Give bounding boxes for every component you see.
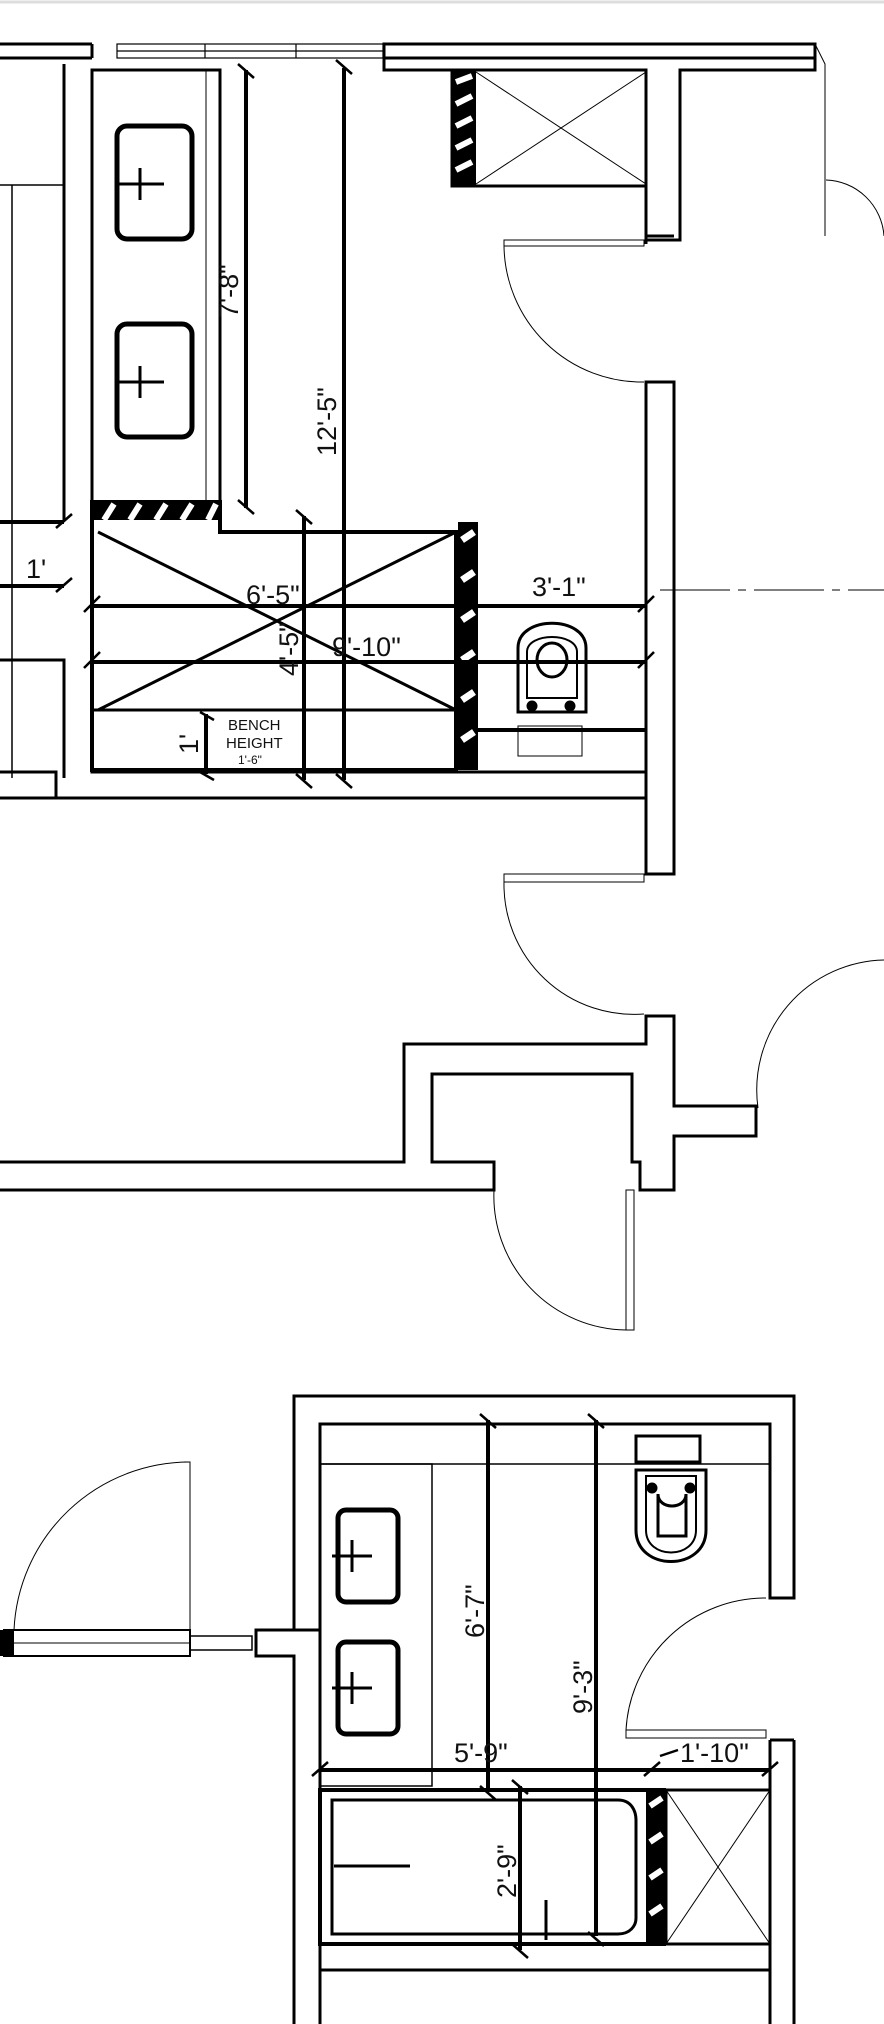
- upper-dimension-lines: [0, 68, 646, 780]
- dim-tub-length: 5'-9": [454, 1738, 508, 1768]
- faucet-2: [116, 366, 164, 398]
- right-frame: [814, 43, 826, 236]
- bathtub: [318, 1788, 666, 1946]
- right-door-2-arc: [756, 959, 884, 1109]
- lower-dimension-ticks: [311, 1413, 779, 1959]
- lower-labels: 6'-7" 9'-3" 5'-9" 2'-9" 1'-10": [454, 1584, 749, 1898]
- lower-dimension-lines: [320, 1420, 770, 1950]
- vanity-counter: [90, 68, 222, 504]
- bathroom-walls: [56, 44, 676, 876]
- faucet-1: [116, 168, 164, 200]
- lower-toilet: [634, 1434, 708, 1563]
- dim-shower-depth: 4'-5": [274, 622, 304, 676]
- hall-walls: [0, 1014, 758, 1192]
- bench-note-line1: BENCH: [228, 717, 281, 734]
- bath-door-2: [503, 873, 645, 1015]
- dim-shower-width: 6'-5": [246, 580, 300, 610]
- dim-lower-vanity-run: 6'-7": [460, 1584, 490, 1638]
- upper-shower: [90, 500, 478, 772]
- upper-top-wall: [0, 42, 817, 242]
- lower-door-left: [0, 1461, 253, 1657]
- dimension-ticks: [55, 59, 655, 789]
- bath-door-1: [503, 239, 645, 383]
- shower-glass-hatch: [458, 522, 478, 770]
- hall-door: [493, 1189, 635, 1331]
- dim-lower-shower-width: 1'-10": [680, 1738, 749, 1768]
- dim-lower-room-length: 9'-3": [568, 1660, 598, 1714]
- dim-wall-to-wall: 9'-10": [332, 632, 401, 662]
- dim-tub-width: 2'-9": [492, 1844, 522, 1898]
- dim-left-offset: 1': [26, 554, 46, 584]
- lower-bathroom: [0, 1394, 796, 2024]
- upper-bathroom: [0, 42, 884, 1331]
- window: [116, 43, 384, 59]
- lower-vanity: [319, 1423, 771, 1787]
- bench-note-line2: HEIGHT: [226, 735, 283, 752]
- dim-room-length: 12'-5": [312, 387, 342, 456]
- upper-labels: 7'-8" 12'-5" 6'-5" 4'-5" 9'-10" 3'-1" 1'…: [26, 264, 586, 767]
- upper-toilet: [516, 621, 588, 757]
- dim-vanity-run: 7'-8": [214, 264, 244, 318]
- right-door-arc: [825, 179, 884, 237]
- lower-shower: [664, 1788, 772, 1946]
- dim-bench-depth: 1': [174, 734, 204, 754]
- lower-door-right: [625, 1597, 767, 1739]
- dim-toilet-clearance: 3'-1": [532, 572, 586, 602]
- closet: [450, 68, 648, 188]
- left-walls: [0, 64, 66, 800]
- bench-note-value: 1'-6": [238, 753, 262, 767]
